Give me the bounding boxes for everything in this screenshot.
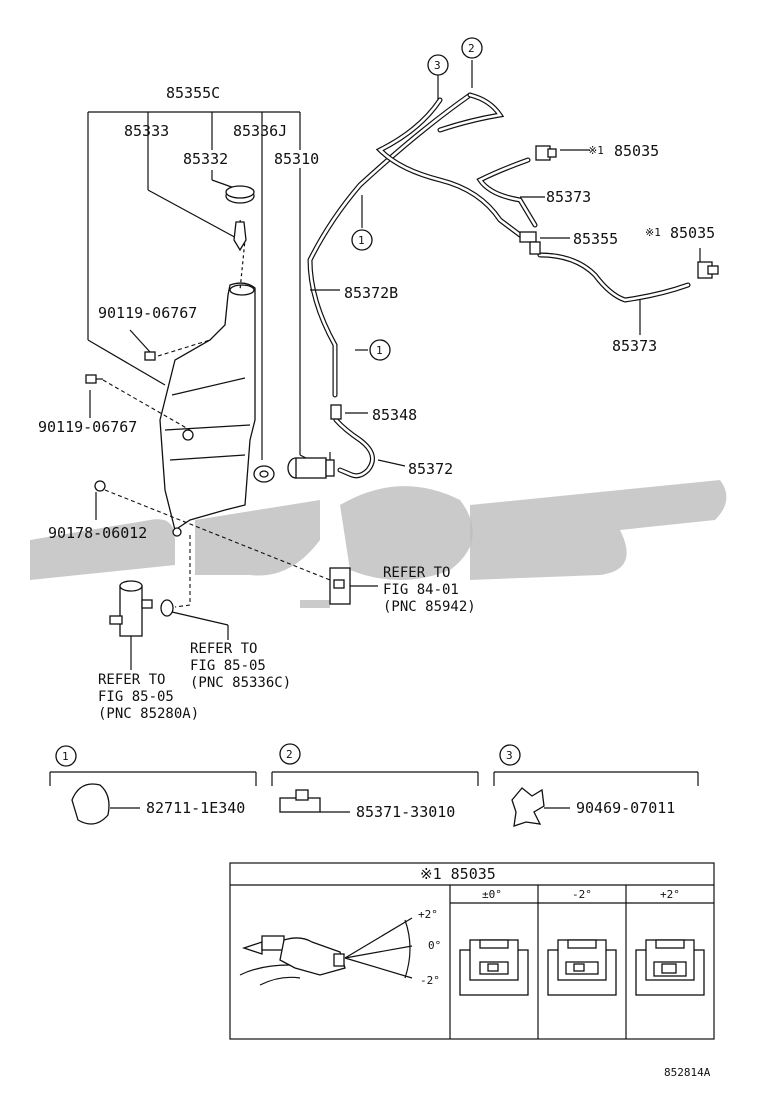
label-85372: 85372 — [408, 460, 453, 478]
col-header-minus2: -2° — [572, 888, 592, 901]
label-85035-lower: 85035 — [670, 224, 715, 242]
legend-part-2: 85371-33010 — [356, 803, 455, 821]
label-90178: 90178-06012 — [48, 524, 147, 542]
dashed-line-pump — [174, 535, 191, 608]
table-title: ※1 85035 — [420, 865, 496, 883]
svg-text:1: 1 — [376, 344, 383, 357]
svg-text:3: 3 — [506, 749, 513, 762]
dashed-line-bolt-2 — [102, 379, 191, 431]
callout-1-lower: 1 — [369, 339, 391, 361]
grommet-small — [160, 599, 174, 617]
label-85035-upper: 85035 — [614, 142, 659, 160]
level-gauge — [233, 221, 247, 252]
hose-85372 — [333, 417, 375, 479]
angle-minus2: -2° — [420, 974, 440, 987]
dashed-line-bolt-1 — [157, 339, 211, 357]
svg-text:1: 1 — [358, 234, 365, 247]
refer3-line-1: REFER TO — [98, 672, 165, 688]
label-85355: 85355 — [573, 230, 618, 248]
bolts — [85, 351, 156, 492]
label-85373-lower: 85373 — [612, 337, 657, 355]
label-85333: 85333 — [124, 122, 169, 140]
leader-lines-right — [130, 60, 701, 670]
legend-part-3: 90469-07011 — [576, 799, 675, 817]
washer-pump — [287, 452, 335, 479]
refer2-line-3: (PNC 85336C) — [190, 675, 291, 691]
label-90119-lower: 90119-06767 — [38, 418, 137, 436]
refer-line-1: REFER TO — [383, 565, 450, 581]
joint-85348 — [330, 404, 342, 420]
refer2-line-2: FIG 85-05 — [190, 658, 266, 674]
mark-lower: ※1 — [645, 226, 661, 239]
label-85348: 85348 — [372, 406, 417, 424]
bracket-part — [329, 567, 351, 605]
refer3-line-2: FIG 85-05 — [98, 689, 174, 705]
nozzle-lower — [697, 261, 719, 279]
angle-plus2: +2° — [418, 908, 438, 921]
label-90119-upper: 90119-06767 — [98, 304, 197, 322]
legend-1: 1 82711-1E340 — [49, 745, 257, 825]
hose-85373-lower — [537, 252, 691, 303]
nozzle-upper — [535, 145, 557, 161]
label-85373-upper: 85373 — [546, 188, 591, 206]
tank-cap — [225, 185, 255, 204]
legend-2: 2 85371-33010 — [271, 743, 479, 821]
figure-id: 852814A — [664, 1066, 711, 1079]
label-85336J: 85336J — [233, 122, 287, 140]
callout-3: 3 — [427, 54, 449, 76]
col-header-plus2: +2° — [660, 888, 680, 901]
callout-2: 2 — [461, 37, 483, 59]
label-85310: 85310 — [274, 150, 319, 168]
nozzle-angle-table: ※1 85035 ±0° -2° +2° +2° 0° -2° — [229, 862, 715, 1040]
angle-0: 0° — [428, 939, 441, 952]
hose-roof-route — [375, 92, 523, 238]
svg-text:2: 2 — [468, 42, 475, 55]
washer-tank — [159, 219, 256, 537]
col-header-0: ±0° — [482, 888, 502, 901]
hose-85373-upper — [476, 157, 538, 228]
connector-0 — [459, 939, 529, 996]
label-85355C: 85355C — [166, 84, 220, 102]
legend-3: 3 90469-07011 — [493, 744, 699, 827]
label-85332: 85332 — [183, 150, 228, 168]
refer3-line-3: (PNC 85280A) — [98, 706, 199, 722]
check-valve — [519, 231, 541, 255]
watermark-logo — [30, 480, 727, 608]
refer-line-3: (PNC 85942) — [383, 599, 476, 615]
svg-text:1: 1 — [62, 750, 69, 763]
pump-motor — [109, 580, 153, 637]
dashed-line-nut — [104, 489, 331, 581]
svg-text:2: 2 — [286, 748, 293, 761]
connector-minus2 — [547, 939, 617, 996]
mark-upper: ※1 — [588, 144, 604, 157]
grommet — [253, 465, 275, 483]
label-85372B: 85372B — [344, 284, 398, 302]
legend-part-1: 82711-1E340 — [146, 799, 245, 817]
connector-plus2 — [635, 939, 705, 996]
refer2-line-1: REFER TO — [190, 641, 257, 657]
callout-1-upper: 1 — [351, 229, 373, 251]
leader-lines — [87, 111, 311, 520]
refer-line-2: FIG 84-01 — [383, 582, 459, 598]
hose-85372B — [307, 92, 473, 398]
svg-text:3: 3 — [434, 59, 441, 72]
